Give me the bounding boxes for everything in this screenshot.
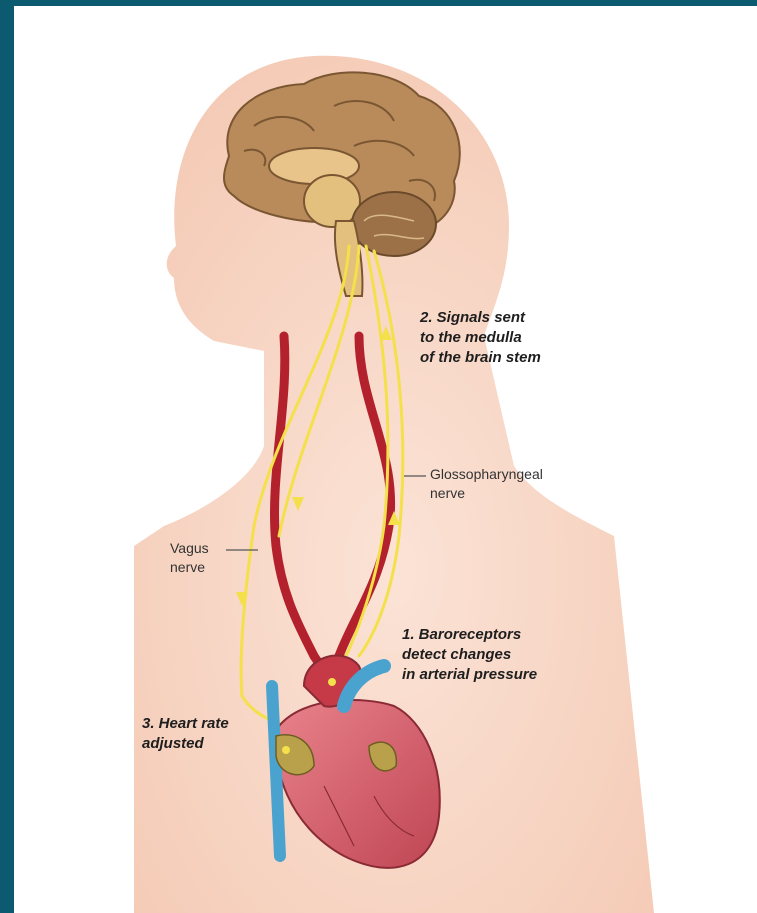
step-2-label: 2. Signals sent to the medulla of the br… (420, 308, 541, 368)
glossopharyngeal-line-2: nerve (430, 484, 543, 503)
step-3-line-1: 3. Heart rate (142, 714, 229, 734)
step-3-label: 3. Heart rate adjusted (142, 714, 229, 754)
vagus-line-1: Vagus (170, 539, 209, 558)
glossopharyngeal-label: Glossopharyngeal nerve (430, 465, 543, 503)
glossopharyngeal-line-1: Glossopharyngeal (430, 465, 543, 484)
step-2-line-1: 2. Signals sent (420, 308, 541, 328)
step-2-line-2: to the medulla (420, 328, 541, 348)
diagram-canvas: 2. Signals sent to the medulla of the br… (14, 6, 757, 913)
step-1-line-1: 1. Baroreceptors (402, 625, 537, 645)
step-2-line-3: of the brain stem (420, 348, 541, 368)
step-1-line-2: detect changes (402, 645, 537, 665)
step-3-line-2: adjusted (142, 734, 229, 754)
step-1-line-3: in arterial pressure (402, 665, 537, 685)
baroreflex-illustration (14, 6, 757, 913)
vagus-label: Vagus nerve (170, 539, 209, 577)
vagus-line-2: nerve (170, 558, 209, 577)
step-1-label: 1. Baroreceptors detect changes in arter… (402, 625, 537, 685)
